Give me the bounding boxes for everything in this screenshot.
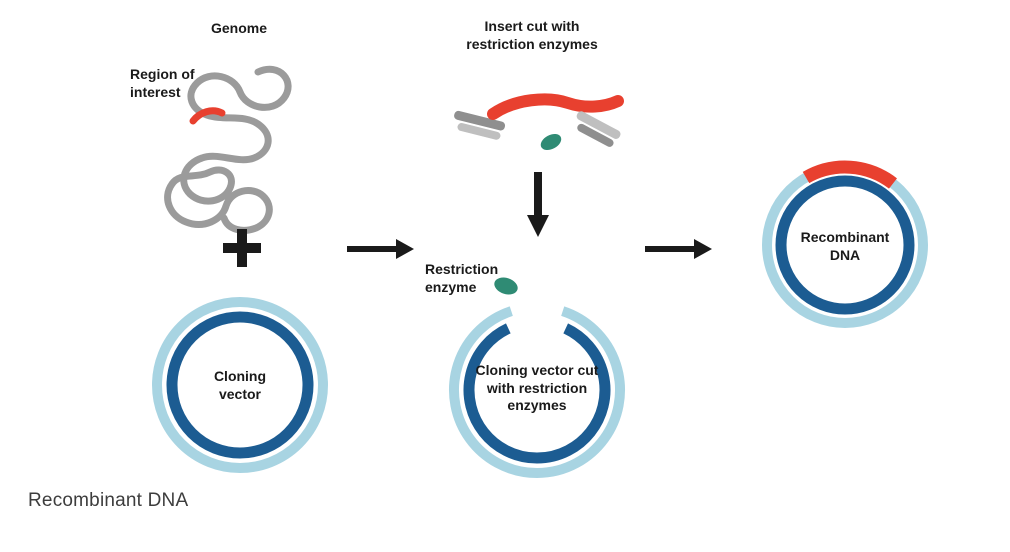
gray-fragment-right <box>576 111 621 147</box>
genome-tangle <box>164 65 292 234</box>
plus-vertical-bar <box>237 229 247 267</box>
cloning-vector-circle <box>152 297 328 473</box>
cut-vector-outer-ring <box>449 306 625 479</box>
genome-label: Genome <box>210 20 267 36</box>
arrow-right-icon <box>645 239 712 259</box>
insert-cut-label: Insert cut with restriction enzymes <box>466 18 598 52</box>
cut-cloning-vector-circle <box>449 306 625 479</box>
red-insert-segment <box>487 93 624 120</box>
arrow-head <box>396 239 414 259</box>
gray-fragment-left-light <box>457 123 501 140</box>
cut-vector-inner-ring <box>463 323 611 464</box>
restriction-enzyme-icon <box>540 133 562 151</box>
insert-fragments <box>454 93 624 151</box>
plus-icon <box>223 229 261 267</box>
genome-strand <box>164 65 292 234</box>
inserted-region-arc <box>802 160 897 189</box>
restriction-enzyme-label: Restriction enzyme <box>425 261 499 295</box>
region-of-interest-label: Region of interest <box>130 66 195 100</box>
region-of-interest-segment <box>189 107 226 125</box>
vector-outer-ring <box>152 297 328 473</box>
recombinant-dna-label: Recombinant DNA <box>800 229 890 263</box>
recombinant-inner-ring <box>775 175 915 315</box>
vector-inner-ring <box>166 311 314 459</box>
gray-fragment-left-dark <box>454 110 506 131</box>
restriction-enzyme-icon <box>494 277 518 295</box>
cloning-vector-label: Cloning vector <box>213 368 267 402</box>
arrow-down-icon <box>527 172 549 237</box>
diagram-caption: Recombinant DNA <box>28 490 189 511</box>
recombinant-dna-circle <box>762 160 928 328</box>
cloning-vector-cut-label: Cloning vector cut with restriction enzy… <box>475 362 599 413</box>
gray-fragment-right-light <box>576 111 621 139</box>
gray-fragment-left <box>454 110 506 140</box>
gray-fragment-right-dark <box>577 123 614 147</box>
arrow-head <box>527 215 549 237</box>
arrow-right-icon <box>347 239 414 259</box>
arrow-head <box>694 239 712 259</box>
